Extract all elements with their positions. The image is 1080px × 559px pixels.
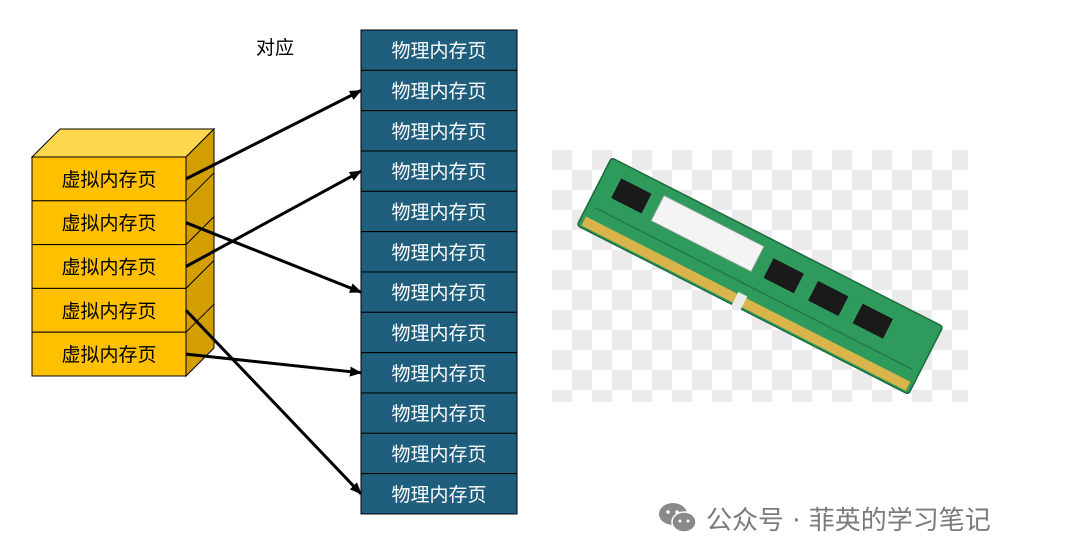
mapping-arrow — [185, 352, 362, 377]
physical-page-label: 物理内存页 — [391, 282, 486, 304]
mapping-arrow — [184, 309, 363, 495]
mapping-label: 对应 — [256, 37, 294, 59]
physical-page-box — [360, 150, 518, 192]
virtual-page-label: 虚拟内存页 — [61, 257, 156, 279]
virtual-page-box — [31, 156, 187, 202]
ram-key-notch — [731, 291, 748, 311]
physical-page-box — [360, 231, 518, 273]
virtual-page-label: 虚拟内存页 — [61, 213, 156, 235]
physical-page-box — [360, 473, 518, 515]
virtual-page-side-edge — [185, 216, 215, 245]
ram-module-icon — [552, 150, 968, 402]
physical-page: 物理内存页 — [360, 190, 518, 233]
virtual-page: 虚拟内存页 — [31, 156, 187, 202]
ram-gold-contacts — [581, 216, 911, 391]
wechat-icon — [659, 503, 697, 533]
physical-page-label: 物理内存页 — [391, 363, 486, 385]
virtual-page-side-edge — [185, 303, 215, 333]
physical-page-label: 物理内存页 — [391, 161, 486, 183]
physical-page-box — [360, 69, 518, 112]
physical-page-box — [360, 392, 518, 434]
physical-page-label: 物理内存页 — [391, 201, 486, 223]
virtual-page-side-edge — [185, 172, 215, 202]
ram-chip-4 — [852, 303, 893, 339]
physical-page-label: 物理内存页 — [391, 484, 486, 506]
physical-page: 物理内存页 — [360, 352, 518, 394]
physical-page: 物理内存页 — [360, 69, 518, 112]
virtual-page: 虚拟内存页 — [31, 303, 215, 377]
physical-page-label: 物理内存页 — [391, 322, 486, 344]
ram-label-sticker — [650, 195, 765, 272]
ram-module-image — [552, 150, 968, 406]
virtual-stack-top-face — [30, 128, 216, 158]
physical-page: 物理内存页 — [360, 473, 518, 515]
physical-page-box — [360, 190, 518, 233]
physical-page-box — [360, 271, 518, 313]
virtual-page: 虚拟内存页 — [31, 260, 215, 333]
mapping-arrow — [185, 221, 362, 294]
physical-page: 物理内存页 — [360, 271, 518, 313]
physical-page: 物理内存页 — [360, 392, 518, 434]
virtual-page-box — [31, 287, 187, 333]
physical-page: 物理内存页 — [360, 150, 518, 192]
physical-page: 物理内存页 — [360, 311, 518, 354]
ram-chip-1 — [611, 178, 652, 214]
physical-page-box — [360, 352, 518, 394]
physical-page-label: 物理内存页 — [391, 40, 486, 62]
mapping-arrow — [185, 169, 362, 268]
watermark: 公众号 · 菲英的学习笔记 — [658, 498, 1058, 538]
physical-page-box — [360, 432, 518, 475]
mapping-arrow — [185, 89, 362, 181]
ram-chip-3 — [808, 280, 849, 316]
physical-page: 物理内存页 — [360, 432, 518, 475]
physical-page-box — [360, 311, 518, 354]
ram-trace — [594, 206, 913, 370]
virtual-page-side-edge — [185, 260, 215, 289]
physical-page-label: 物理内存页 — [391, 403, 486, 425]
virtual-page-label: 虚拟内存页 — [61, 169, 156, 191]
physical-page-label: 物理内存页 — [391, 80, 486, 102]
virtual-page-box — [31, 331, 187, 377]
virtual-page-label: 虚拟内存页 — [61, 344, 156, 366]
watermark-text: 公众号 · 菲英的学习笔记 — [706, 505, 991, 536]
physical-page: 物理内存页 — [360, 231, 518, 273]
virtual-page-label: 虚拟内存页 — [61, 300, 156, 322]
physical-page: 物理内存页 — [360, 29, 518, 71]
physical-page: 物理内存页 — [360, 110, 518, 152]
physical-page-label: 物理内存页 — [391, 121, 486, 143]
physical-page-label: 物理内存页 — [391, 242, 486, 264]
physical-page-label: 物理内存页 — [391, 443, 486, 465]
physical-page-box — [360, 29, 518, 71]
ram-chip-2 — [763, 258, 804, 294]
virtual-page: 虚拟内存页 — [31, 216, 215, 289]
